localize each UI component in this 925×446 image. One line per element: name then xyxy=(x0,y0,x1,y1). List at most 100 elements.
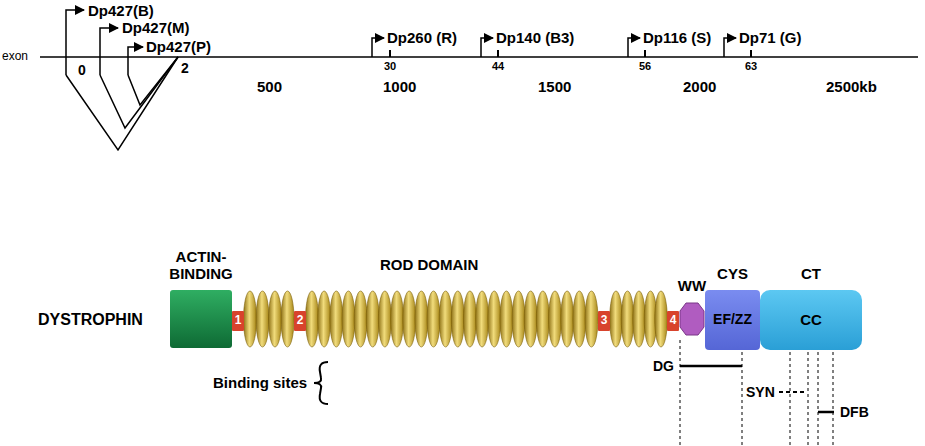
spectrin-repeat xyxy=(256,291,269,347)
scale-label: 2000 xyxy=(683,78,716,95)
splice-line xyxy=(128,57,178,105)
dashed-guide xyxy=(818,352,819,446)
spectrin-repeat xyxy=(318,291,331,347)
exon-number: 2 xyxy=(181,60,189,76)
exon-number: 63 xyxy=(745,60,757,73)
spectrin-repeat xyxy=(621,291,634,347)
curly-brace xyxy=(314,362,328,404)
ww-shape xyxy=(679,302,705,336)
spectrin-repeat xyxy=(439,291,452,347)
exon-tick xyxy=(389,50,391,57)
binding-site-label: DFB xyxy=(840,404,869,420)
spectrin-repeat xyxy=(403,291,416,347)
spectrin-repeat xyxy=(488,291,501,347)
hinge-box: 3 xyxy=(598,311,610,331)
spectrin-repeat xyxy=(330,291,343,347)
bracket-label: Binding sites xyxy=(213,374,307,391)
exon-number: 44 xyxy=(492,60,504,73)
hinge-box: 1 xyxy=(232,311,244,331)
binding-site-label: SYN xyxy=(746,384,775,400)
promoter-arrow xyxy=(481,38,493,57)
scale-label: 1500 xyxy=(538,78,571,95)
spectrin-repeat xyxy=(281,291,294,347)
spectrin-repeat xyxy=(549,291,562,347)
spectrin-repeat xyxy=(415,291,428,347)
spectrin-repeat xyxy=(573,291,586,347)
promoter-label: Dp427(B) xyxy=(88,2,154,19)
c-terminal-domain: CTCC xyxy=(760,290,862,350)
promoter-arrow xyxy=(100,28,118,75)
dashed-guide xyxy=(833,352,834,446)
binding-site-label: DG xyxy=(653,358,674,374)
promoter-label: Dp427(P) xyxy=(146,38,211,55)
box-label: 2 xyxy=(297,314,304,327)
promoter-arrow xyxy=(128,47,143,75)
exon-tick xyxy=(644,50,646,57)
binding-range xyxy=(779,391,806,393)
spectrin-repeat xyxy=(342,291,355,347)
gene-map xyxy=(40,10,918,150)
spectrin-repeat xyxy=(476,291,489,347)
box-label: CC xyxy=(800,312,822,329)
binding-range xyxy=(818,411,834,414)
spectrin-repeat xyxy=(354,291,367,347)
spectrin-repeat xyxy=(500,291,513,347)
ww-outline xyxy=(680,303,704,335)
exon-number: 30 xyxy=(384,60,396,73)
box-label: 4 xyxy=(670,314,677,327)
splice-line xyxy=(66,57,178,150)
spectrin-repeat xyxy=(306,291,319,347)
promoter-label: Dp260 (R) xyxy=(387,29,457,46)
binding-site-marks xyxy=(314,340,834,446)
spectrin-repeat xyxy=(451,291,464,347)
dashed-guide xyxy=(790,352,791,446)
box-label: 3 xyxy=(601,314,608,327)
promoter-arrow xyxy=(628,38,640,57)
spectrin-repeat xyxy=(244,291,257,347)
exon-tick xyxy=(497,50,499,57)
spectrin-repeat xyxy=(391,291,404,347)
ww-domain: WW xyxy=(679,302,705,336)
spectrin-repeat xyxy=(512,291,525,347)
spectrin-repeat xyxy=(366,291,379,347)
scale-label: 2500kb xyxy=(826,78,877,95)
promoter-label: Dp140 (B3) xyxy=(496,29,574,46)
promoter-label: Dp427(M) xyxy=(122,19,190,36)
exon-number: 0 xyxy=(78,62,86,78)
domain-heading: WW xyxy=(678,277,706,294)
exon-number: 56 xyxy=(639,60,651,73)
spectrin-repeat xyxy=(524,291,537,347)
dashed-guide xyxy=(808,352,809,446)
protein-name: DYSTROPHIN xyxy=(38,311,143,329)
rod-repeats xyxy=(244,291,668,347)
hinge-box: 2 xyxy=(294,311,306,331)
domain-heading: CT xyxy=(801,265,821,282)
spectrin-repeat xyxy=(585,291,598,347)
spectrin-repeat xyxy=(463,291,476,347)
scale-label: 500 xyxy=(257,78,282,95)
actin-binding-domain: ACTIN-BINDING xyxy=(170,290,232,348)
promoter-arrow xyxy=(372,38,384,57)
box-label: EF/ZZ xyxy=(713,312,752,327)
spectrin-repeat xyxy=(633,291,646,347)
cysteine-rich-domain: CYSEF/ZZ xyxy=(705,290,760,350)
scale-label: 1000 xyxy=(383,78,416,95)
splice-line xyxy=(100,57,178,128)
spectrin-repeat xyxy=(561,291,574,347)
exon-tick xyxy=(750,50,752,57)
dashed-guide xyxy=(680,340,681,446)
promoter-arrow xyxy=(724,38,736,57)
domain-heading: CYS xyxy=(717,265,748,282)
domain-heading: ACTIN-BINDING xyxy=(161,248,241,283)
gene-axis xyxy=(40,56,918,58)
axis-label: exon xyxy=(2,50,28,64)
domain-label: ROD DOMAIN xyxy=(380,256,478,273)
box-label: 1 xyxy=(235,314,242,327)
spectrin-repeat xyxy=(536,291,549,347)
promoter-label: Dp71 (G) xyxy=(739,29,802,46)
spectrin-repeat xyxy=(610,291,623,347)
binding-range xyxy=(680,365,742,368)
spectrin-repeat xyxy=(378,291,391,347)
